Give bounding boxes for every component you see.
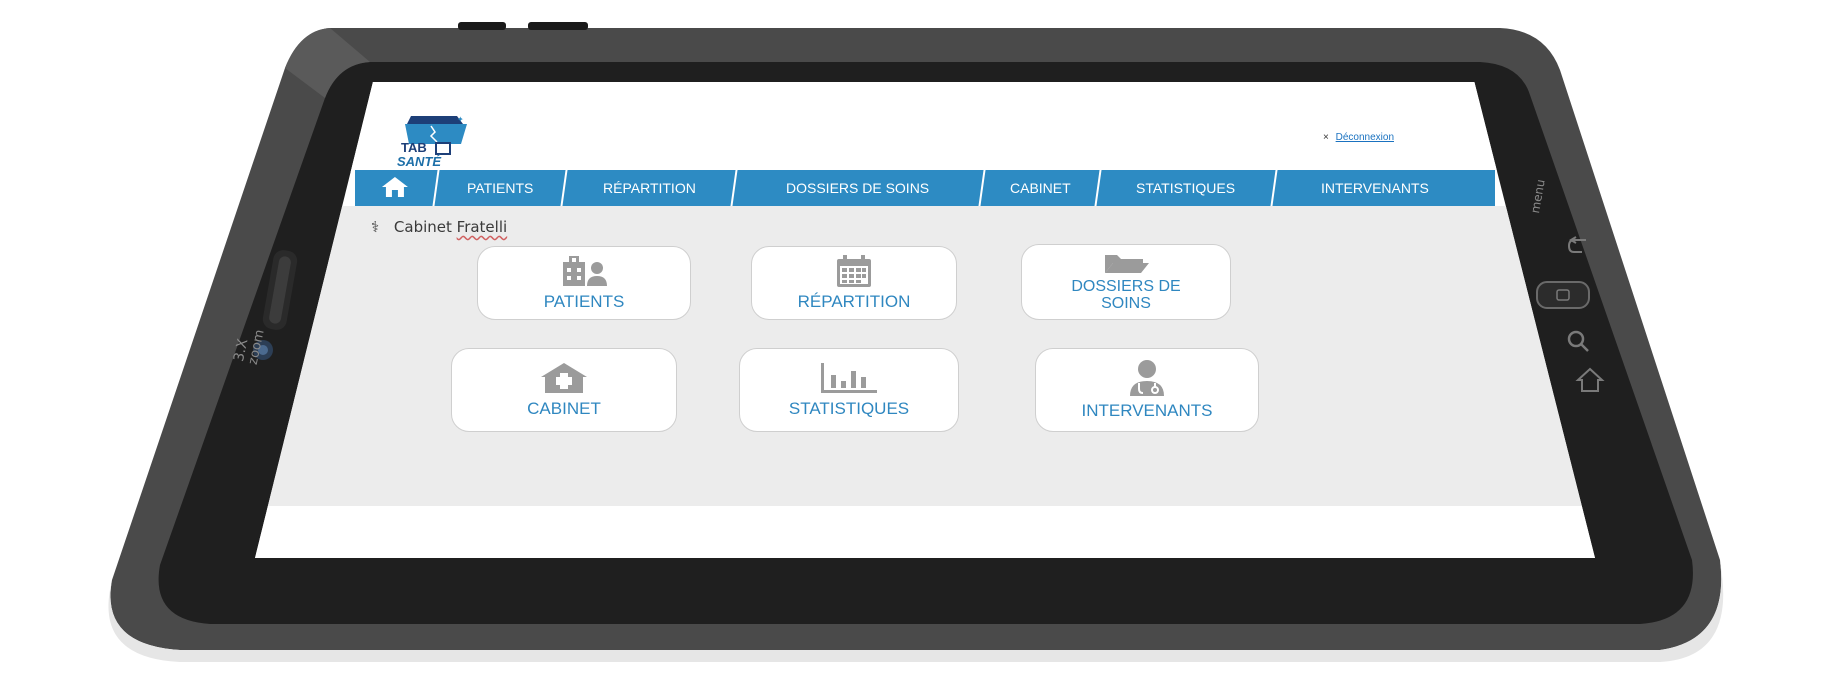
speaker-grille (262, 250, 298, 330)
breadcrumb-prefix: Cabinet (393, 218, 457, 236)
tile-cabinet-label: CABINET (527, 399, 601, 418)
app-logo[interactable]: ✦ TAB SANTÉ (395, 112, 495, 172)
home-hardware-button[interactable] (1535, 280, 1591, 310)
logout-area: × Déconnexion (1323, 132, 1394, 143)
doctor-icon (1130, 360, 1164, 396)
bar-chart-icon (821, 363, 877, 393)
nav-dossiers-label: DOSSIERS DE SOINS (786, 180, 930, 196)
nav-cabinet[interactable]: CABINET (980, 170, 1102, 206)
tile-patients[interactable]: PATIENTS (477, 246, 691, 320)
nav-repartition[interactable]: RÉPARTITION (562, 170, 738, 206)
logo-text-sante: SANTÉ (397, 154, 442, 169)
nav-statistiques[interactable]: STATISTIQUES (1096, 170, 1278, 206)
clinic-house-icon (541, 363, 587, 393)
tile-dossiers-label-line1: DOSSIERS DE (1071, 278, 1181, 296)
tile-patients-label: PATIENTS (543, 292, 625, 311)
breadcrumb-cabinet-name: Fratelli (456, 218, 508, 236)
nav-dossiers-de-soins[interactable]: DOSSIERS DE SOINS (732, 170, 986, 206)
breadcrumb: ⚕ Cabinet Fratelli (371, 218, 507, 236)
home-icon (382, 176, 408, 197)
nav-intervenants-label: INTERVENANTS (1321, 180, 1429, 196)
tile-cabinet[interactable]: CABINET (451, 348, 677, 432)
tile-intervenants[interactable]: INTERVENANTS (1035, 348, 1259, 432)
nav-statistiques-label: STATISTIQUES (1136, 180, 1236, 196)
tile-dossiers-label-line2: SOINS (1101, 295, 1151, 312)
nav-cabinet-label: CABINET (1009, 180, 1071, 196)
volume-button (528, 22, 588, 30)
tile-statistiques-label: STATISTIQUES (788, 399, 910, 418)
close-icon: × (1323, 132, 1329, 143)
logout-link[interactable]: Déconnexion (1335, 132, 1394, 143)
power-button (458, 22, 506, 30)
hospital-user-icon (563, 256, 607, 286)
logo-checkbox-icon (435, 142, 451, 155)
dashboard-content: ⚕ Cabinet Fratelli PATIENTS (255, 206, 1595, 506)
nav-intervenants[interactable]: INTERVENANTS (1272, 170, 1477, 206)
nav-repartition-label: RÉPARTITION (602, 180, 696, 196)
nav-home[interactable] (352, 170, 440, 206)
nav-patients[interactable]: PATIENTS (434, 170, 568, 206)
tile-statistiques[interactable]: STATISTIQUES (739, 348, 959, 432)
tile-repartition-label: RÉPARTITION (797, 292, 911, 311)
caduceus-icon: ⚕ (371, 218, 380, 236)
svg-text:✦: ✦ (457, 115, 464, 124)
app-header: ✦ TAB SANTÉ × Déconnexion (255, 82, 1595, 172)
tablet-screen: ✦ TAB SANTÉ × Déconnexion PATIENTS RÉP (255, 82, 1595, 558)
tile-dossiers-de-soins[interactable]: DOSSIERS DE SOINS (1021, 244, 1231, 320)
screen-footer (255, 506, 1595, 558)
search-icon[interactable] (1565, 328, 1591, 354)
back-icon[interactable] (1566, 236, 1592, 256)
home-outline-icon[interactable] (1574, 366, 1606, 394)
logo-folder-icon: ✦ (405, 115, 467, 144)
logo-text-tab: TAB (401, 140, 427, 155)
tile-repartition[interactable]: RÉPARTITION (751, 246, 957, 320)
main-navigation: PATIENTS RÉPARTITION DOSSIERS DE SOINS C… (352, 170, 1495, 206)
calendar-icon (837, 255, 871, 287)
folder-icon (1105, 255, 1149, 274)
nav-patients-label: PATIENTS (466, 180, 534, 196)
tile-intervenants-label: INTERVENANTS (1081, 401, 1213, 420)
